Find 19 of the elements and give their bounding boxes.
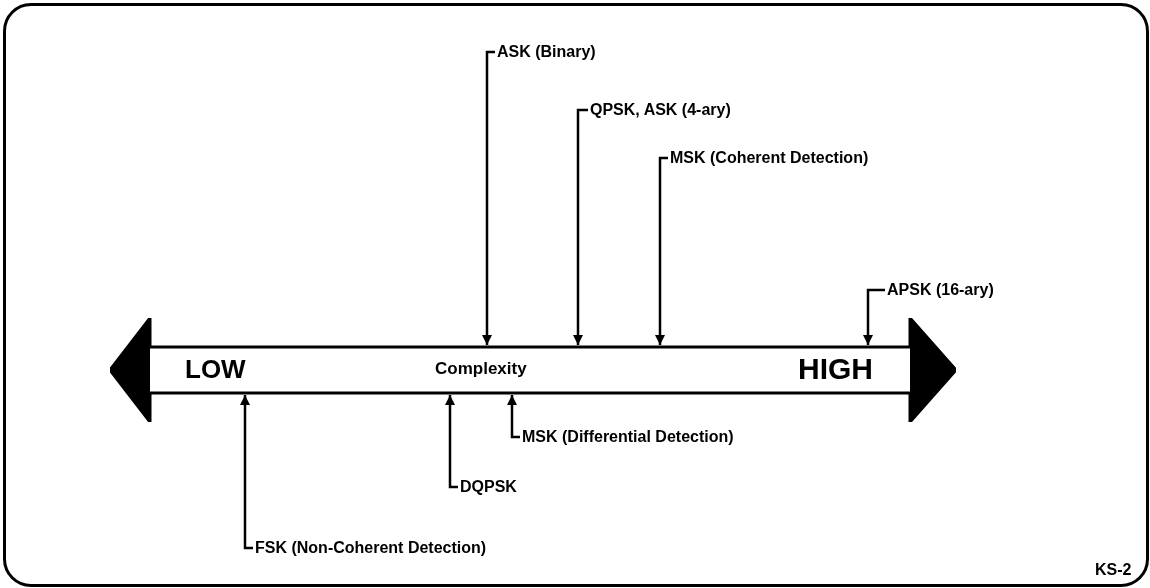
double-arrow-band [110, 318, 956, 422]
scale-end-label: HIGH [798, 351, 873, 388]
figure-code: KS-2 [1095, 560, 1132, 580]
modulation-label: APSK (16-ary) [887, 280, 994, 300]
leader-arrow [573, 108, 588, 345]
modulation-label: MSK (Differential Detection) [522, 427, 734, 447]
leader-arrow [655, 156, 668, 345]
modulation-label: DQPSK [460, 477, 517, 497]
scale-end-label: LOW [185, 353, 246, 386]
leader-arrow [507, 395, 520, 439]
leader-arrow [482, 50, 495, 345]
leader-arrow [863, 288, 885, 345]
modulation-label: ASK (Binary) [497, 42, 596, 62]
modulation-label: FSK (Non-Coherent Detection) [255, 538, 487, 558]
axis-title: Complexity [435, 359, 527, 380]
leader-arrow [240, 395, 253, 550]
modulation-label: MSK (Coherent Detection) [670, 148, 869, 168]
modulation-label: QPSK, ASK (4-ary) [590, 100, 731, 120]
leader-arrow [445, 395, 458, 489]
